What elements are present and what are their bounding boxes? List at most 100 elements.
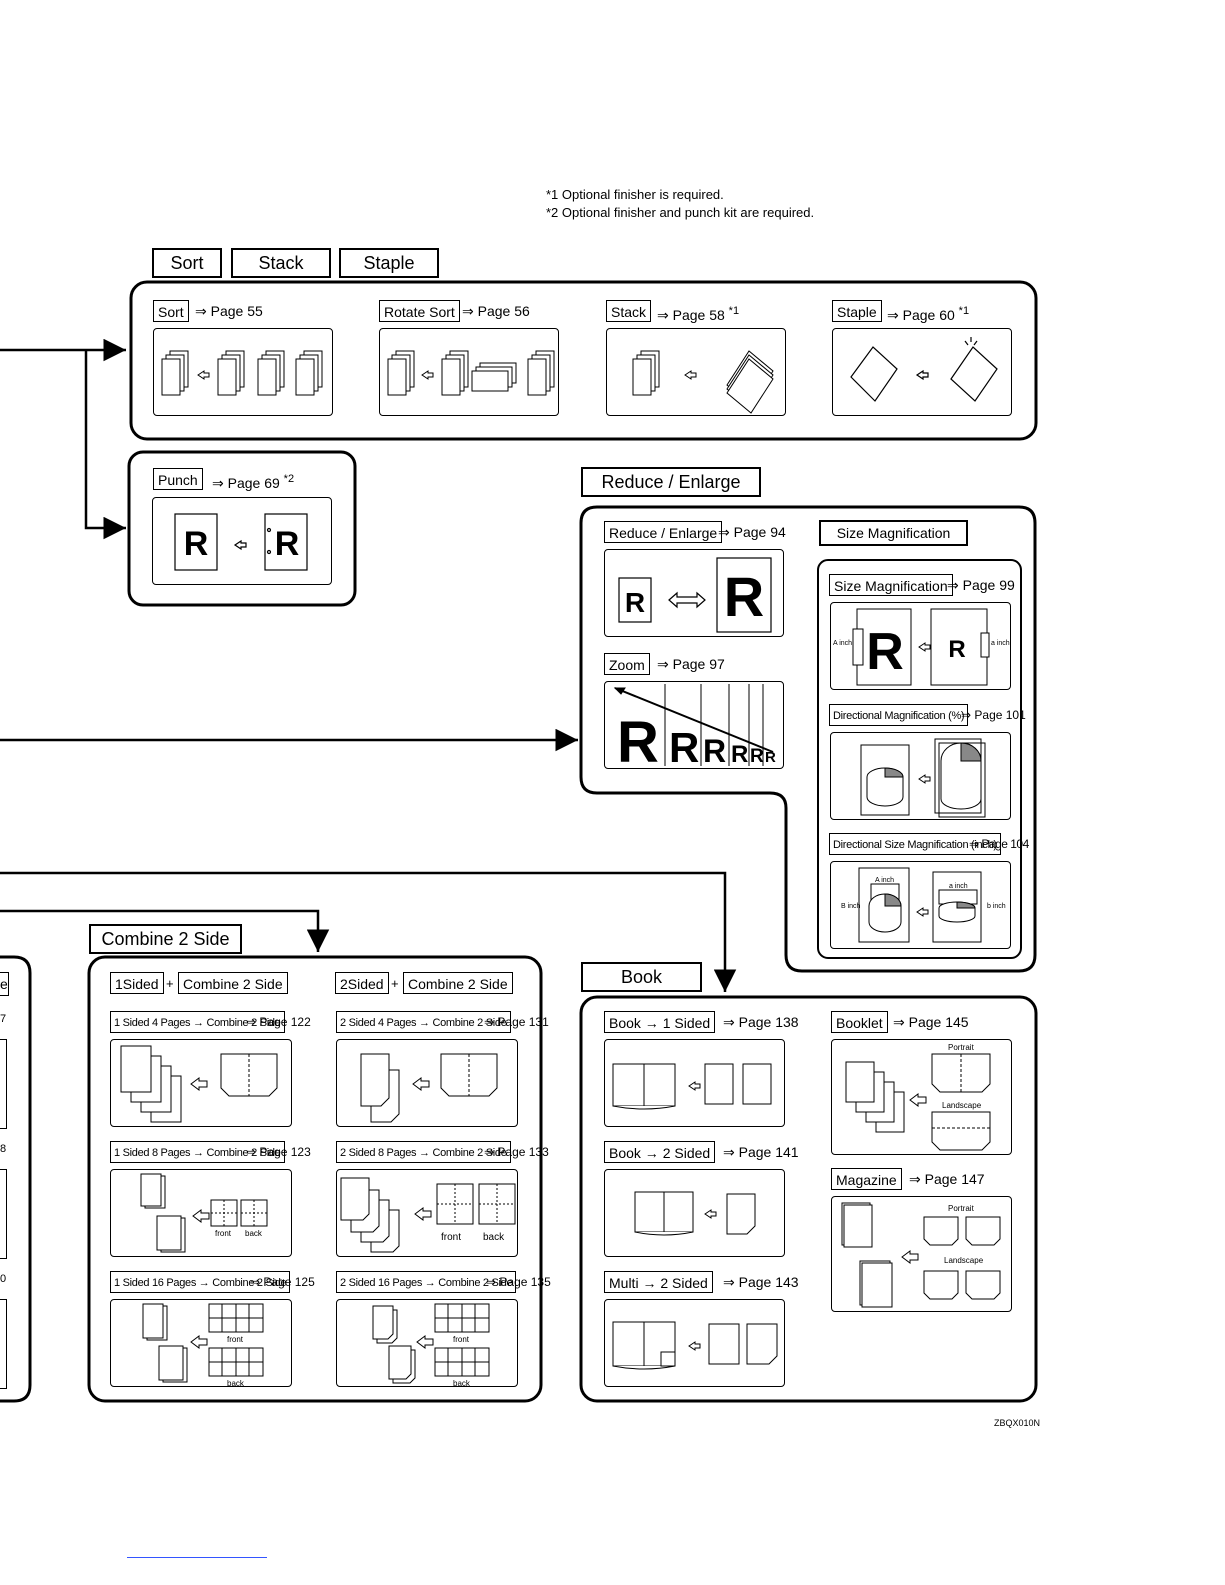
combine-1-16-back-label: back [227,1379,245,1386]
label-2sided: 2Sided [335,972,389,994]
combine-2-8-back-label: back [483,1232,505,1243]
illustration-2-sided-16-pages: front back [336,1299,518,1387]
reduce-small-glyph: R [625,587,645,618]
page-ref-staple: ⇒ Page 60 *1 [887,305,970,323]
dir-inch-b-small-label: b inch [987,903,1006,910]
plus-sign-1: + [166,976,174,991]
page-ref-punch: ⇒ Page 69 *2 [212,473,295,491]
combine-1-16-front-label: front [227,1335,244,1344]
cutoff-illustration-a [0,1039,7,1129]
cutoff-page-ref-a: 7 [0,1013,7,1025]
label-combine-2-side-2: Combine 2 Side [403,972,513,994]
label-size-magnification: Size Magnification [829,574,953,596]
dir-inch-a-label: A inch [875,877,894,884]
plus-sign-2: + [391,976,399,991]
combine-2-16-back-label: back [453,1379,471,1386]
page-ref-booklet: ⇒ Page 145 [893,1014,969,1030]
label-booklet: Booklet [831,1011,888,1033]
page-ref-reduce-enlarge: ⇒ Page 94 [718,524,786,540]
illustration-size-magnification: R A inch R a inch [830,602,1011,690]
zoom-glyph-1: R [617,710,659,768]
cutoff-label: e [0,972,9,996]
combine-2-16-front-label: front [453,1335,470,1344]
illustration-zoom: R R R R R R [604,681,784,769]
page-ref-rotate-sort: ⇒ Page 56 [462,303,530,319]
note-optional-punch-kit: *2 Optional finisher and punch kit are r… [546,205,815,220]
page-ref-directional-magnification-pct: ⇒ Page 101 [961,708,1026,722]
illustration-directional-magnification-pct [830,732,1011,820]
illustration-magazine: Portrait Landscape [831,1196,1012,1312]
illustration-book-2-sided [604,1169,785,1257]
label-1sided: 1Sided [110,972,164,994]
group-header-sort: Sort [152,248,222,278]
page-ref-1-sided-8-pages: ⇒ Page 123 [246,1145,311,1159]
page-ref-2-sided-4-pages: ⇒ Page 131 [484,1015,549,1029]
page-ref-1-sided-4-pages: ⇒ Page 122 [246,1015,311,1029]
size-mag-a-inch-small: a inch [991,640,1010,647]
cutoff-page-ref-c: 0 [0,1273,7,1285]
zoom-glyph-4: R [731,741,748,768]
illustration-punch: R R [152,497,332,585]
booklet-landscape-label: Landscape [942,1101,982,1110]
page-ref-directional-size-magnification-inch: ⇒ Page 104 [969,837,1029,851]
label-1-sided-8-pages: 1 Sided 8 Pages → Combine 2 Side [110,1141,285,1163]
zoom-glyph-5: R [750,746,764,767]
illustration-1-sided-16-pages: front back [110,1299,292,1387]
combine-1-8-front-label: front [215,1229,232,1238]
illustration-directional-size-magnification-inch: A inch B inch a inch b inch [830,861,1011,949]
illustration-2-sided-8-pages: front back [336,1169,518,1257]
label-book-2-sided: Book → 2 Sided [604,1141,716,1163]
group-header-book: Book [581,962,702,992]
page-ref-multi-2-sided: ⇒ Page 143 [723,1274,799,1290]
illustration-booklet: Portrait Landscape [831,1039,1012,1155]
label-directional-magnification-pct: Directional Magnification (%) [829,704,969,726]
illustration-stack [606,328,786,416]
magazine-portrait-label: Portrait [948,1204,975,1213]
cutoff-illustration-c [0,1299,7,1389]
page-ref-zoom: ⇒ Page 97 [657,656,725,672]
label-2-sided-16-pages: 2 Sided 16 Pages → Combine 2 Side [336,1271,517,1293]
page-ref-magazine: ⇒ Page 147 [909,1171,985,1187]
label-combine-2-side-1: Combine 2 Side [178,972,288,994]
label-punch: Punch [153,468,203,490]
illustration-book-1-sided [604,1039,785,1127]
illustration-1-sided-4-pages [110,1039,292,1127]
booklet-portrait-label: Portrait [948,1043,975,1052]
page-ref-2-sided-16-pages: ⇒ Page 135 [486,1275,551,1289]
group-header-stack: Stack [231,248,331,278]
page-ref-stack: ⇒ Page 58 *1 [657,305,740,323]
illustration-reduce-enlarge: R R [604,549,784,637]
illustration-1-sided-8-pages: front back [110,1169,292,1257]
zoom-glyph-3: R [703,733,726,768]
label-rotate-sort: Rotate Sort [379,300,460,322]
label-book-1-sided: Book → 1 Sided [604,1011,716,1033]
label-2-sided-4-pages: 2 Sided 4 Pages → Combine 2 Side [336,1011,511,1033]
group-header-staple: Staple [339,248,439,278]
punch-after-glyph: R [275,525,300,563]
size-mag-after-glyph: R [948,636,965,663]
group-header-size-magnification: Size Magnification [819,520,968,546]
cutoff-illustration-b [0,1169,7,1259]
label-2-sided-8-pages: 2 Sided 8 Pages → Combine 2 Side [336,1141,511,1163]
group-header-combine-2-side: Combine 2 Side [89,924,242,954]
illustration-2-sided-4-pages [336,1039,518,1127]
figure-code: ZBQX010N [994,1418,1041,1428]
label-directional-size-magnification-inch: Directional Size Magnification (inch) [829,833,1001,855]
page-ref-size-magnification: ⇒ Page 99 [947,577,1015,593]
reduce-large-glyph: R [724,565,764,628]
link-underline [127,1557,267,1558]
illustration-rotate-sort [379,328,559,416]
group-header-reduce-enlarge: Reduce / Enlarge [581,467,761,497]
label-magazine: Magazine [831,1168,902,1190]
combine-2-8-front-label: front [441,1232,461,1243]
illustration-staple [832,328,1012,416]
label-reduce-enlarge: Reduce / Enlarge [604,521,723,543]
label-sort: Sort [153,300,189,322]
magazine-landscape-label: Landscape [944,1256,984,1265]
dir-inch-a-small-label: a inch [949,883,968,890]
illustration-multi-2-sided [604,1299,785,1387]
page-ref-book-1-sided: ⇒ Page 138 [723,1014,799,1030]
label-multi-2-sided: Multi → 2 Sided [604,1271,713,1293]
page-ref-book-2-sided: ⇒ Page 141 [723,1144,799,1160]
